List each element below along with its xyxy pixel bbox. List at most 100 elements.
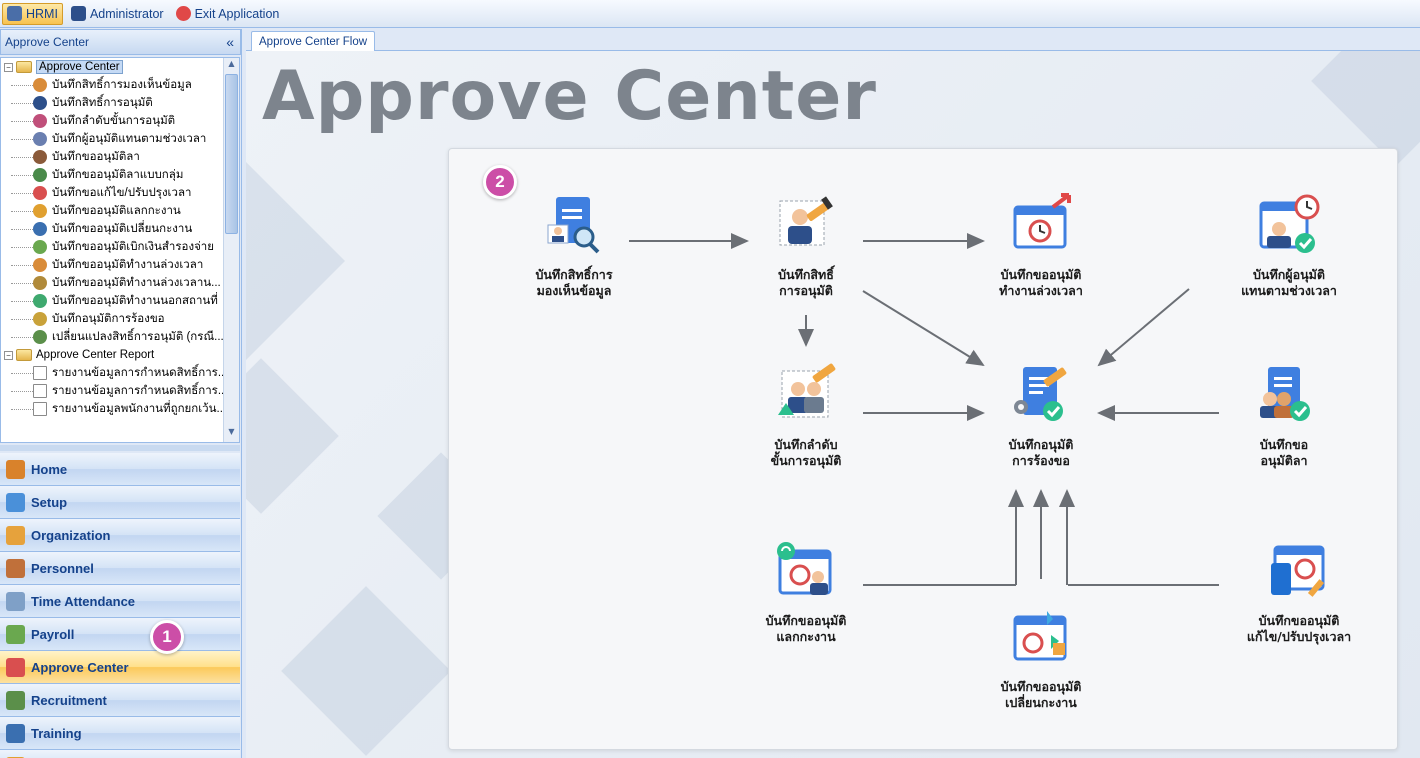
- time-attendance-icon: [6, 591, 25, 611]
- tree-connector: [11, 174, 33, 176]
- tree-root-2[interactable]: −Approve Center Report: [1, 346, 239, 364]
- tree-connector: [11, 228, 33, 230]
- node-substitute-approver[interactable]: บันทึกผู้อนุมัติ แทนตามช่วงเวลา: [1219, 193, 1359, 299]
- tree-connector: [11, 372, 33, 374]
- administrator-button[interactable]: Administrator: [67, 3, 168, 25]
- scroll-down-icon[interactable]: ▼: [228, 427, 235, 436]
- tree-item-icon: [33, 276, 47, 290]
- nav-time-attendance[interactable]: Time Attendance: [0, 585, 240, 618]
- background-diamond: [246, 162, 345, 360]
- node-label-line2: อนุมัติลา: [1260, 453, 1308, 468]
- tab-strip: Approve Center Flow: [246, 29, 1420, 52]
- exit-application-button[interactable]: Exit Application: [172, 3, 284, 25]
- tree-connector: [11, 84, 33, 86]
- tree-item[interactable]: บันทึกขออนุมัติทำงานล่วงเวลา: [1, 256, 239, 274]
- tree-root-label: Approve Center: [36, 60, 123, 74]
- node-label-line1: บันทึกสิทธิ์: [778, 267, 834, 282]
- background-diamond: [246, 358, 339, 514]
- calendar-approver-icon: [1259, 194, 1320, 253]
- tree-item[interactable]: รายงานข้อมูลการกำหนดสิทธิ์การ...: [1, 364, 239, 382]
- node-approval-levels[interactable]: บันทึกลำดับ ขั้นการอนุมัติ: [741, 363, 871, 469]
- nav-welfare[interactable]: Welfare: [0, 750, 240, 758]
- tree-item[interactable]: รายงานข้อมูลการกำหนดสิทธิ์การ...: [1, 382, 239, 400]
- tree-item[interactable]: บันทึกผู้อนุมัติแทนตามช่วงเวลา: [1, 130, 239, 148]
- nav-label: Home: [31, 461, 68, 477]
- swap-shift-icon: [777, 542, 832, 595]
- left-panel: Approve Center « − Approve Center บันทึกสิ…: [0, 29, 242, 758]
- tree-item[interactable]: บันทึกขอแก้ไข/ปรับปรุงเวลา: [1, 184, 239, 202]
- tree-item[interactable]: บันทึกขออนุมัติเบิกเงินสำรองจ่าย: [1, 238, 239, 256]
- tree-item[interactable]: บันทึกสิทธิ์การมองเห็นข้อมูล: [1, 76, 239, 94]
- panel-splitter[interactable]: [0, 445, 240, 451]
- nav-label: Personnel: [31, 560, 94, 576]
- training-icon: [6, 723, 25, 743]
- step-badge-2: 2: [483, 165, 517, 199]
- tree-item[interactable]: บันทึกขออนุมัติทำงานนอกสถานที่: [1, 292, 239, 310]
- tree-item[interactable]: บันทึกขออนุมัติทำงานล่วงเวลาน...: [1, 274, 239, 292]
- tree-root-1[interactable]: − Approve Center: [1, 58, 239, 76]
- nav-personnel[interactable]: Personnel: [0, 552, 240, 585]
- node-change-shift[interactable]: บันทึกขออนุมัติ เปลี่ยนกะงาน: [976, 605, 1106, 711]
- node-label-line2: แก้ไข/ปรับปรุงเวลา: [1246, 629, 1352, 644]
- node-leave-request[interactable]: บันทึกขอ อนุมัติลา: [1219, 363, 1349, 469]
- tree-item-label: รายงานข้อมูลการกำหนดสิทธิ์การ...: [52, 385, 228, 397]
- tree-scrollbar[interactable]: ▲ ▼: [223, 58, 239, 442]
- tree-item[interactable]: บันทึกสิทธิ์การอนุมัติ: [1, 94, 239, 112]
- background-diamond: [281, 586, 451, 756]
- nav-setup[interactable]: Setup: [0, 486, 240, 519]
- change-shift-icon: [1013, 611, 1067, 661]
- tree-item-label: บันทึกสิทธิ์การมองเห็นข้อมูล: [52, 79, 192, 91]
- tree-connector: [11, 318, 33, 320]
- leave-request-icon: [1260, 367, 1310, 421]
- folder-icon: [16, 349, 32, 361]
- tree-item[interactable]: บันทึกลำดับขั้นการอนุมัติ: [1, 112, 239, 130]
- tab-approve-center-flow[interactable]: Approve Center Flow: [251, 31, 376, 52]
- setup-icon: [6, 492, 25, 512]
- node-approval-rights[interactable]: บันทึกสิทธิ์ การอนุมัติ: [741, 193, 871, 299]
- node-visibility-rights[interactable]: บันทึกสิทธิ์การ มองเห็นข้อมูล: [509, 193, 639, 299]
- tree-connector: [11, 192, 33, 194]
- nav-organization[interactable]: Organization: [0, 519, 240, 552]
- tree-item-label: บันทึกขออนุมัติแลกกะงาน: [52, 205, 181, 217]
- hrmi-icon: [7, 6, 22, 21]
- tree-item[interactable]: บันทึกอนุมัติการร้องขอ: [1, 310, 239, 328]
- tree-item[interactable]: บันทึกขออนุมัติเปลี่ยนกะงาน: [1, 220, 239, 238]
- nav-payroll[interactable]: Payroll: [0, 618, 240, 651]
- personnel-icon: [6, 558, 25, 578]
- tree-item-icon: [33, 150, 47, 164]
- collapse-icon[interactable]: «: [226, 34, 234, 50]
- nav-label: Training: [31, 725, 82, 741]
- nav-home[interactable]: Home: [0, 453, 240, 486]
- main-content: Approve Center 2: [246, 51, 1420, 758]
- administrator-label: Administrator: [89, 6, 164, 21]
- node-overtime-request[interactable]: บันทึกขออนุมัติ ทำงานล่วงเวลา: [976, 193, 1106, 299]
- nav-label: Organization: [31, 527, 111, 543]
- scroll-thumb[interactable]: [225, 74, 238, 234]
- nav-recruitment[interactable]: Recruitment: [0, 684, 240, 717]
- tree-item[interactable]: รายงานข้อมูลพนักงานที่ถูกยกเว้น...: [1, 400, 239, 418]
- collapse-toggle-icon[interactable]: −: [4, 350, 13, 360]
- tree-item-icon: [33, 330, 47, 344]
- nav-approve-center[interactable]: Approve Center: [0, 651, 240, 684]
- collapse-toggle-icon[interactable]: −: [4, 62, 13, 72]
- node-label-line2: แลกกะงาน: [776, 629, 836, 644]
- tree-item-label: บันทึกสิทธิ์การอนุมัติ: [52, 97, 153, 109]
- home-icon: [6, 459, 25, 479]
- tree-connector: [11, 120, 33, 122]
- scroll-up-icon[interactable]: ▲: [228, 59, 235, 68]
- tree-item[interactable]: บันทึกขออนุมัติลาแบบกลุ่ม: [1, 166, 239, 184]
- nav-training[interactable]: Training: [0, 717, 240, 750]
- node-label-line2: ทำงานล่วงเวลา: [999, 283, 1083, 298]
- tree-item-label: บันทึกขออนุมัติลา: [52, 151, 140, 163]
- node-swap-shift[interactable]: บันทึกขออนุมัติ แลกกะงาน: [741, 539, 871, 645]
- node-fix-time[interactable]: บันทึกขออนุมัติ แก้ไข/ปรับปรุงเวลา: [1219, 539, 1379, 645]
- tree-item[interactable]: บันทึกขออนุมัติแลกกะงาน: [1, 202, 239, 220]
- tree-item[interactable]: เปลี่ยนแปลงสิทธิ์การอนุมัติ (กรณี...: [1, 328, 239, 346]
- tree-item-label: บันทึกขออนุมัติลาแบบกลุ่ม: [52, 169, 184, 181]
- tree-item[interactable]: บันทึกขออนุมัติลา: [1, 148, 239, 166]
- node-approve-requests[interactable]: บันทึกอนุมัติ การร้องขอ: [976, 363, 1106, 469]
- hrmi-button[interactable]: HRMI: [2, 2, 63, 25]
- organization-icon: [6, 525, 25, 545]
- approve-request-icon: [1014, 367, 1067, 421]
